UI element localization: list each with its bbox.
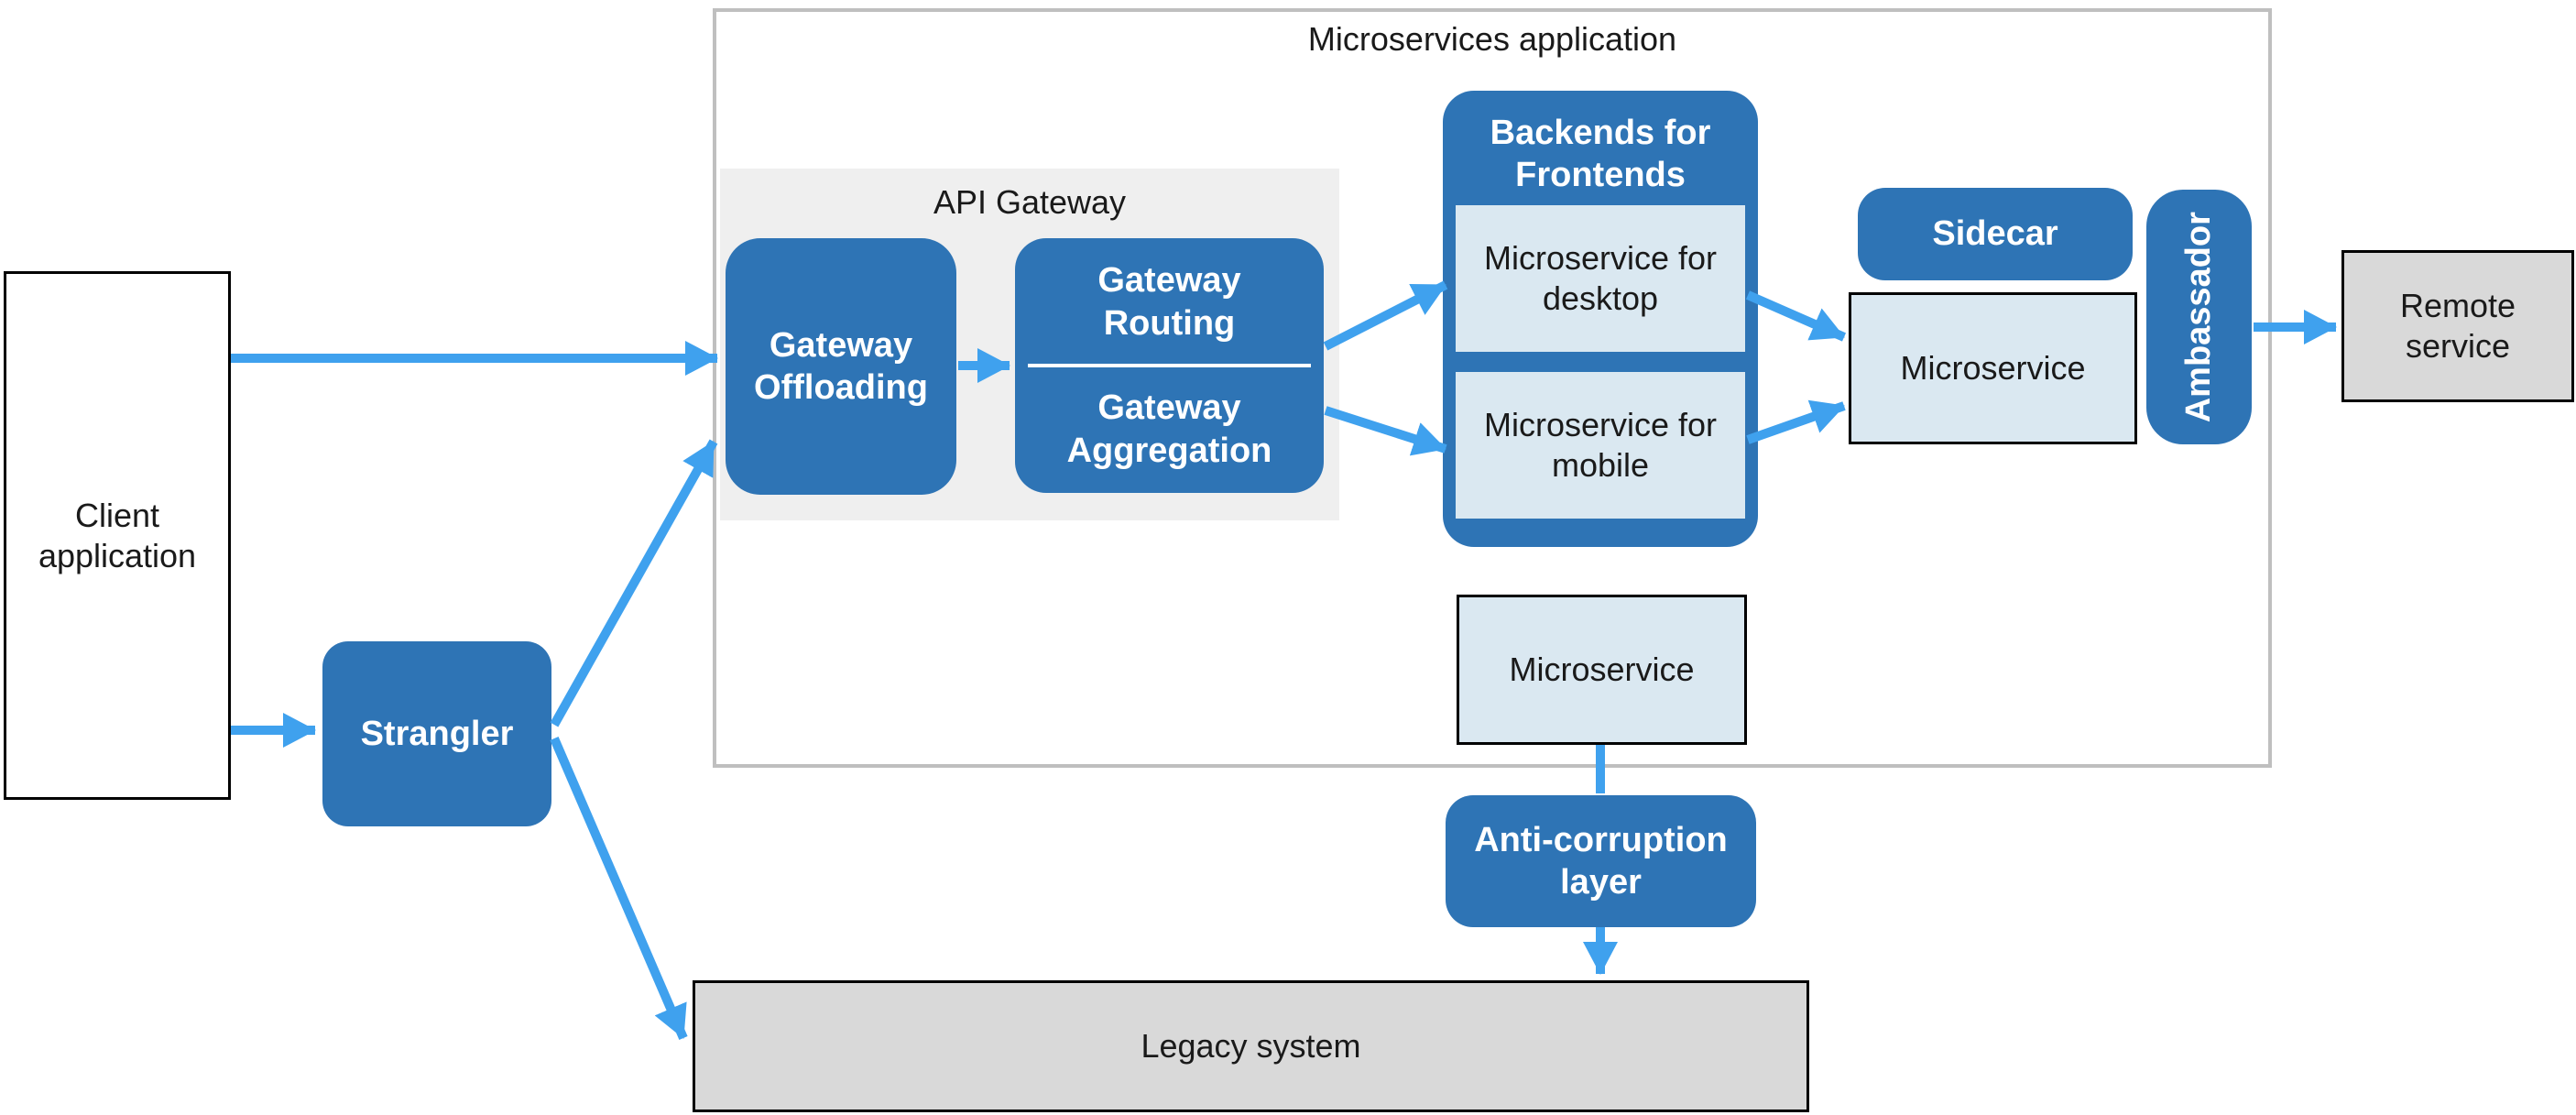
gateway-aggregation-label: Gateway Aggregation xyxy=(1066,388,1272,470)
microservices-application-container xyxy=(713,8,2272,768)
client-application-box: Client application xyxy=(4,271,231,800)
arrow-strangler-to-legacy-system xyxy=(550,737,688,1040)
gateway-routing-aggregation-box: Gateway Routing Gateway Aggregation xyxy=(1015,238,1324,493)
backends-for-frontends-title: Backends for Frontends xyxy=(1490,113,1711,194)
gateway-routing-label: Gateway Routing xyxy=(1097,261,1241,343)
sidecar-microservice-box: Microservice xyxy=(1849,292,2137,444)
microservice-for-desktop-label: Microservice for desktop xyxy=(1483,239,1718,317)
anti-corruption-layer-label: Anti-corruption layer xyxy=(1474,820,1728,902)
strangler-label: Strangler xyxy=(360,714,514,753)
legacy-system-box: Legacy system xyxy=(693,980,1809,1112)
microservice-for-desktop-box: Microservice for desktop xyxy=(1456,205,1745,352)
middle-microservice-label: Microservice xyxy=(1509,650,1695,689)
remote-service-label: Remote service xyxy=(2399,287,2516,365)
legacy-system-label: Legacy system xyxy=(1141,1027,1361,1066)
middle-microservice-box: Microservice xyxy=(1457,595,1747,745)
gateway-offloading-label: Gateway Offloading xyxy=(754,325,928,407)
strangler-box: Strangler xyxy=(322,641,551,826)
ambassador-box: Ambassador xyxy=(2146,190,2252,444)
remote-service-box: Remote service xyxy=(2341,250,2574,402)
sidecar-microservice-label: Microservice xyxy=(1900,349,2086,388)
microservices-application-title: Microservices application xyxy=(1307,20,1677,58)
gateway-offloading-box: Gateway Offloading xyxy=(726,238,956,495)
ambassador-label: Ambassador xyxy=(2179,211,2219,423)
arrow-strangler-to-api-gateway xyxy=(550,439,718,727)
microservice-for-mobile-box: Microservice for mobile xyxy=(1456,372,1745,519)
client-application-label: Client application xyxy=(38,496,197,574)
microservice-for-mobile-label: Microservice for mobile xyxy=(1483,406,1718,484)
sidecar-box: Sidecar xyxy=(1858,188,2133,280)
routing-aggregation-divider xyxy=(1028,364,1311,367)
api-gateway-title: API Gateway xyxy=(933,183,1127,221)
anti-corruption-layer-box: Anti-corruption layer xyxy=(1446,795,1756,927)
sidecar-label: Sidecar xyxy=(1932,214,2058,254)
